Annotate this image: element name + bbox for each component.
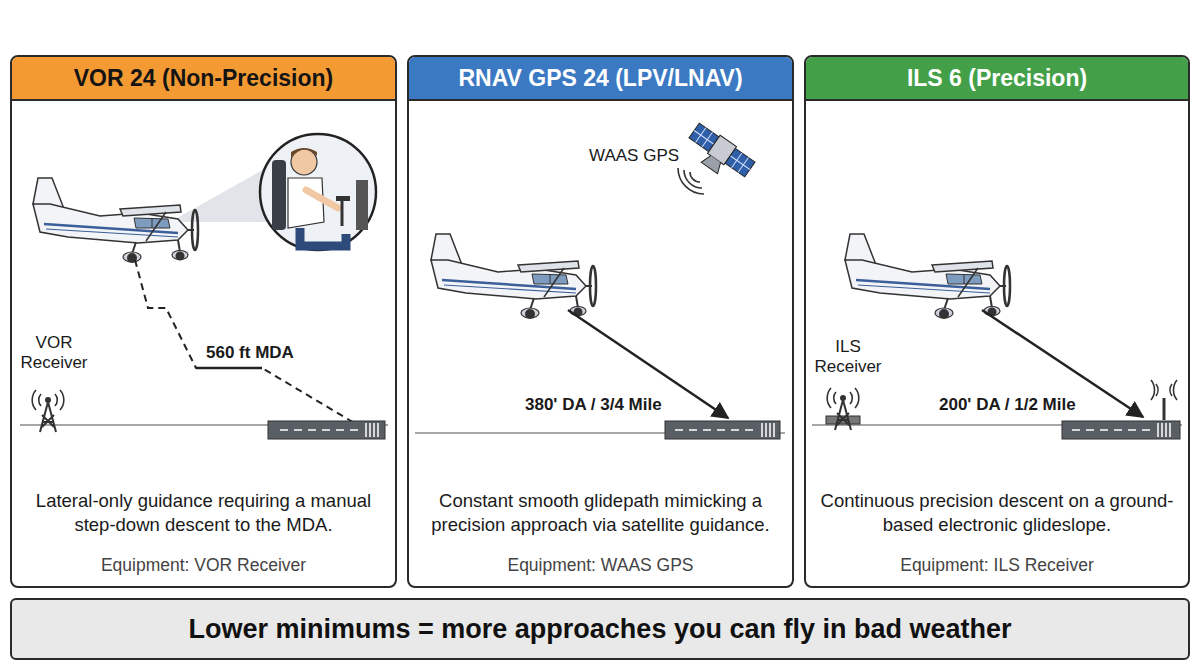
equipment-note: Equipment: ILS Receiver — [814, 555, 1180, 576]
equipment-label: VOR Receiver — [14, 332, 94, 375]
equipment-note: Equipment: VOR Receiver — [20, 555, 387, 576]
approach-panel: ILS 6 (Precision) Continuous precision de… — [804, 55, 1190, 588]
minimums-label: 560 ft MDA — [203, 342, 297, 364]
equipment-note: Equipment: WAAS GPS — [417, 555, 784, 576]
minimums-label: 200' DA / 1/2 Mile — [936, 394, 1079, 416]
summary-text: Lower minimums = more approaches you can… — [189, 614, 1012, 645]
approach-panel: VOR 24 (Non-Precision) Lateral-only guida… — [10, 55, 397, 588]
equipment-label: ILS Receiver — [808, 336, 888, 379]
approach-description: Continuous precision descent on a ground… — [818, 489, 1176, 537]
approach-description: Constant smooth glidepath mimicking a pr… — [421, 489, 780, 537]
equipment-label: WAAS GPS — [586, 145, 682, 167]
summary-banner: Lower minimums = more approaches you can… — [10, 598, 1190, 660]
panel-heading: RNAV GPS 24 (LPV/LNAV) — [409, 57, 792, 101]
approach-panel: RNAV GPS 24 (LPV/LNAV) Constant smooth gl… — [407, 55, 794, 588]
panel-heading: ILS 6 (Precision) — [806, 57, 1188, 101]
minimums-label: 380' DA / 3/4 Mile — [522, 394, 665, 416]
panel-heading: VOR 24 (Non-Precision) — [12, 57, 395, 101]
approach-description: Lateral-only guidance requiring a manual… — [24, 489, 383, 537]
